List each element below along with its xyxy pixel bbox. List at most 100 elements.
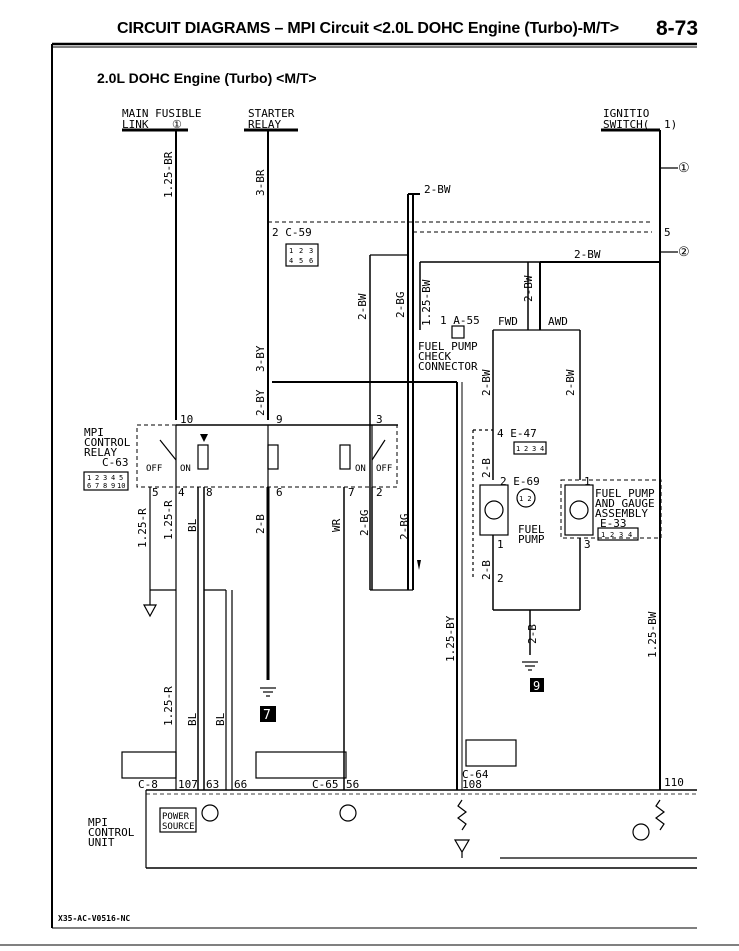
connector-pin: 3 — [309, 247, 313, 255]
connector-c64-label: C-64 — [462, 768, 489, 781]
document-code: X35-AC-V0516-NC — [58, 914, 131, 923]
fuel-pump-gauge-label-3: ASSEMBLY — [595, 507, 648, 520]
connector-pin: 3 — [532, 445, 536, 453]
connector-pin: 7 — [95, 482, 99, 490]
wire-label: BL — [214, 712, 227, 726]
ignition-switch-label: IGNITIO — [603, 107, 649, 120]
wire-label: 2-BW — [424, 183, 451, 196]
fuel-pump-check-label: FUEL PUMP — [418, 340, 478, 353]
wire-label: 1.25-R — [162, 500, 175, 540]
connector-pin: 5 — [119, 474, 123, 482]
fusible-link-number: ① — [172, 118, 182, 131]
wire-label: 3-BR — [254, 169, 267, 196]
pin-number: 2 — [376, 486, 383, 499]
power-source-label-2: SOURCE — [162, 822, 195, 832]
wire-label: 2-BW — [356, 293, 369, 320]
connector-pin: 6 — [309, 257, 313, 265]
pin-number: 3 — [376, 413, 383, 426]
connector-pin: 2 — [299, 247, 303, 255]
wire-label: 2-BG — [358, 510, 371, 537]
connector-pin: 1 2 — [519, 495, 532, 503]
ecu-label-3: UNIT — [88, 836, 115, 849]
awd-label: AWD — [548, 315, 568, 328]
connector-c8-label: C-8 — [138, 778, 158, 791]
ground-7-label: 7 — [263, 708, 271, 723]
ecu-label: MPI — [88, 816, 108, 829]
fuel-pump-label-2: PUMP — [518, 533, 545, 546]
connector-pin: 10 — [117, 482, 125, 490]
starter-relay-label-2: RELAY — [248, 118, 281, 131]
ignition-switch-label-2: SWITCH( — [603, 118, 649, 131]
pin-number: 3 — [584, 538, 591, 551]
connector-e47-label: 4 E-47 — [497, 427, 537, 440]
pin-number: 6 — [276, 486, 283, 499]
pin-number: 10 — [180, 413, 193, 426]
main-fusible-link-label-2: LINK — [122, 118, 149, 131]
connector-pin: 3 — [619, 531, 623, 539]
connector-pin: 4 — [540, 445, 544, 453]
pin-number: 1 — [584, 475, 591, 488]
pin-number: 1 — [497, 538, 504, 551]
connector-pin: 4 — [628, 531, 632, 539]
pin-number: 63 — [206, 778, 219, 791]
connector-pin: 1 — [601, 531, 605, 539]
page-header: CIRCUIT DIAGRAMS – MPI Circuit <2.0L DOH… — [0, 0, 739, 50]
fuel-pump-gauge-label-2: AND GAUGE — [595, 497, 655, 510]
connector-pin: 1 — [516, 445, 520, 453]
wire-label: 2-B — [480, 560, 493, 580]
connector-pin: 2 — [610, 531, 614, 539]
wire-label: 1.25-BW — [420, 279, 433, 326]
pin-number: 4 — [178, 486, 185, 499]
ground-9-label: 9 — [533, 679, 540, 693]
connector-c59-label: 2 C-59 — [272, 226, 312, 239]
pin-number: 66 — [234, 778, 247, 791]
connector-pin: 4 — [289, 257, 293, 265]
wire-label: BL — [186, 712, 199, 726]
ignition-switch-number: 1) — [664, 118, 677, 131]
connector-c65-label: C-65 — [312, 778, 339, 791]
pin-number: 108 — [462, 778, 482, 791]
pin-number: 2 — [497, 572, 504, 585]
wire-label: 2-BW — [522, 275, 535, 302]
starter-relay-label: STARTER — [248, 107, 295, 120]
circle-marker-2: ② — [678, 245, 690, 260]
pin-number: 5 — [152, 486, 159, 499]
wire-label: 1.25-BW — [646, 611, 659, 658]
connector-e33-label: E-33 — [600, 517, 627, 530]
wire-label: 1.25-R — [162, 686, 175, 726]
connector-pin: 9 — [111, 482, 115, 490]
fuel-pump-label: FUEL — [518, 523, 545, 536]
wire-label: 2-BY — [254, 389, 267, 416]
fuel-pump-gauge-label: FUEL PUMP — [595, 487, 655, 500]
wire-label: 1.25-R — [136, 508, 149, 548]
wire-label: 2-BW — [564, 369, 577, 396]
connector-e69-label: 2 E-69 — [500, 475, 540, 488]
connector-pin: 6 — [87, 482, 91, 490]
relay-label-3: RELAY — [84, 446, 117, 459]
connector-pin: 8 — [103, 482, 107, 490]
fuel-pump-check-label-2: CHECK — [418, 350, 451, 363]
page-number: 8-73 — [656, 17, 699, 40]
connector-pin: 5 — [299, 257, 303, 265]
fwd-label: FWD — [498, 315, 518, 328]
pin-number: 5 — [664, 226, 671, 239]
connector-pin: 1 — [289, 247, 293, 255]
wire-label: 2-B — [254, 514, 267, 534]
wire-label: 2-BG — [394, 292, 407, 319]
wire-label: 2-BW — [480, 369, 493, 396]
pin-number: 9 — [276, 413, 283, 426]
pin-number: 107 — [178, 778, 198, 791]
wire-label: 3-BY — [254, 345, 267, 372]
wire-label: 1.25-BY — [444, 615, 457, 662]
diagram-subtitle: 2.0L DOHC Engine (Turbo) <M/T> — [97, 70, 317, 86]
connector-pin: 2 — [524, 445, 528, 453]
connector-pin: 1 — [87, 474, 91, 482]
relay-on-right: ON — [355, 464, 366, 474]
pin-number: 7 — [348, 486, 355, 499]
connector-a55-label: 1 A-55 — [440, 314, 480, 327]
main-fusible-link-label: MAIN FUSIBLE — [122, 107, 201, 120]
wire-label: 2-BW — [574, 248, 601, 261]
connector-pin: 3 — [103, 474, 107, 482]
wire-label: 2-B — [526, 624, 539, 644]
